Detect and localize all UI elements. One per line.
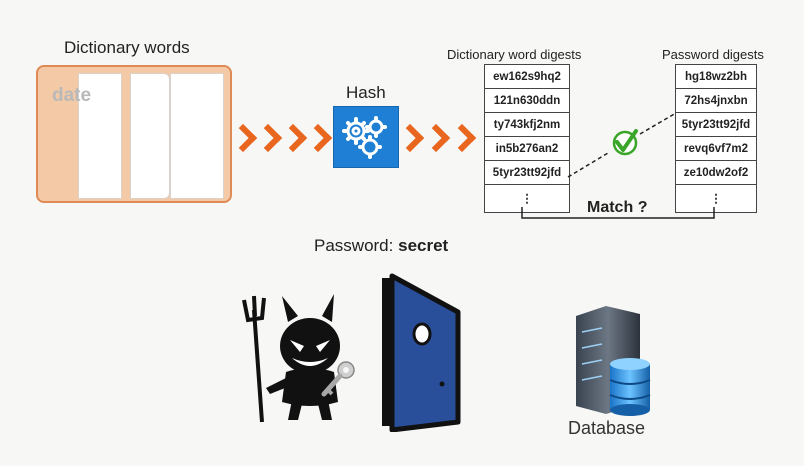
- match-bracket: [521, 207, 715, 219]
- password-line: Password: secret: [314, 236, 448, 256]
- database-server-icon: [576, 306, 651, 416]
- pw-digests-title: Password digests: [662, 47, 764, 62]
- hash-box: [333, 106, 399, 168]
- pw-digest-more: ⋮: [675, 184, 757, 213]
- dict-digest-cell: ty743kfj2nm: [484, 112, 570, 137]
- dict-digest-cell: in5b276an2: [484, 136, 570, 161]
- pw-digest-cell: 5tyr23tt92jfd: [675, 112, 757, 137]
- book-word: date: [52, 85, 92, 106]
- password-value: secret: [398, 236, 449, 255]
- devil-icon: [242, 294, 340, 423]
- dashed-link-right: [639, 112, 677, 135]
- dict-digest-more: ⋮: [484, 184, 570, 213]
- gears-icon: [342, 116, 387, 159]
- hash-label: Hash: [346, 83, 386, 102]
- dict-digests-table: ew162s9hq2 121n630ddn ty743kfj2nm in5b27…: [484, 64, 570, 213]
- checkmark-icon: [612, 129, 638, 156]
- key-icon: [321, 361, 355, 397]
- dashed-link-left: [567, 152, 609, 178]
- door-icon: [382, 273, 461, 432]
- book-page-left: [78, 73, 122, 199]
- match-text: Match: [587, 199, 634, 216]
- book-page-right: [170, 73, 224, 199]
- pw-digest-cell: hg18wz2bh: [675, 64, 757, 89]
- database-label: Database: [568, 418, 646, 438]
- pw-digest-cell: 72hs4jnxbn: [675, 88, 757, 113]
- pw-digests-table: hg18wz2bh 72hs4jnxbn 5tyr23tt92jfd revq6…: [675, 64, 757, 213]
- match-label: Match ?: [584, 199, 651, 217]
- dict-digest-cell: ew162s9hq2: [484, 64, 570, 89]
- book-icon: date: [36, 65, 232, 203]
- dictionary-words-label: Dictionary words: [64, 38, 190, 57]
- dict-digests-title: Dictionary word digests: [447, 47, 582, 62]
- pw-digest-cell: ze10dw2of2: [675, 160, 757, 185]
- book-page-middle: [130, 73, 170, 199]
- dict-digest-cell: 5tyr23tt92jfd: [484, 160, 570, 185]
- match-question: ?: [637, 199, 648, 216]
- password-label: Password:: [314, 236, 394, 255]
